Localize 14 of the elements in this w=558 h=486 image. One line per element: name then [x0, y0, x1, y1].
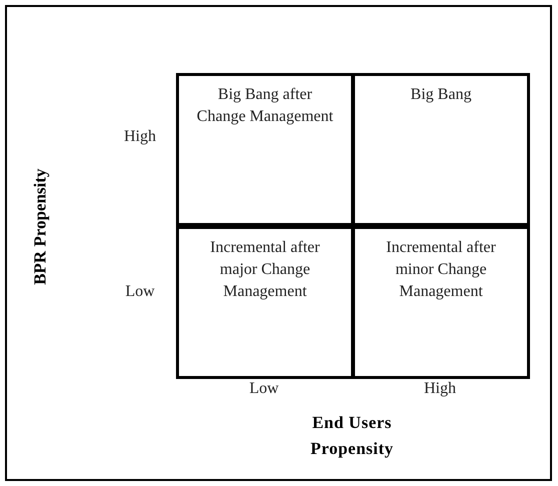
cell-text: Incremental after major Change Management	[209, 238, 321, 302]
axis-tick-label: Low	[248, 379, 280, 399]
quadrant-cell	[352, 73, 530, 226]
cell-text: Big Bang	[410, 85, 472, 105]
axis-tick-label: Low	[124, 282, 156, 302]
quadrant-cell	[176, 73, 354, 226]
axis-tick-label: High	[423, 379, 457, 399]
axis-title: End Users Propensity	[309, 412, 395, 460]
axis-tick-label: High	[123, 127, 157, 147]
quadrant-cell	[176, 226, 354, 379]
cell-text: Big Bang after Change Management	[196, 85, 334, 127]
quadrant-cell	[352, 226, 530, 379]
axis-title: BPR Propensity	[29, 168, 50, 287]
cell-text: Incremental after minor Change Management	[385, 238, 497, 302]
